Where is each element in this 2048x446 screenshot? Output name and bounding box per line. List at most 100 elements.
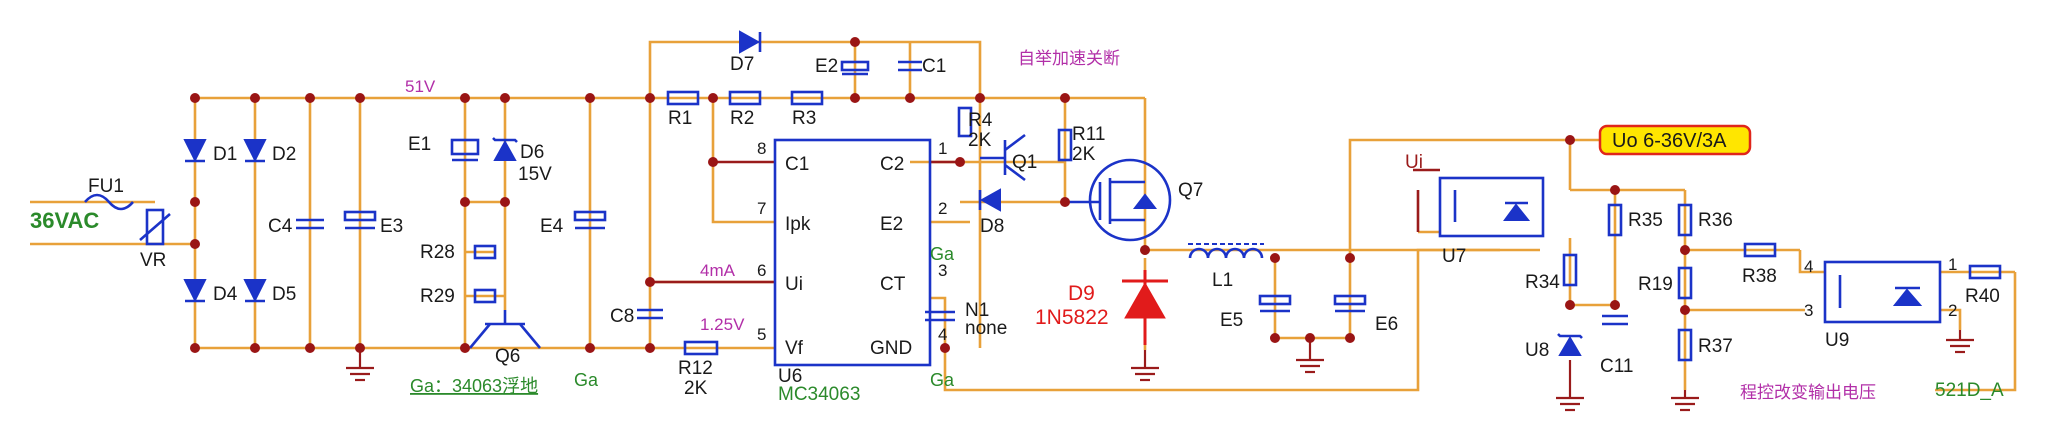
label-u8: U8 [1525,340,1549,361]
label-e4: E4 [540,216,564,237]
label-ga-3: Ga [930,370,955,390]
label-d9: D9 [1068,282,1095,305]
label-pin4: 4 [938,325,947,344]
label-r4: R4 [968,110,993,131]
label-n1: N1 [965,300,989,321]
resistor-r2 [728,90,762,106]
label-ac-input: 36VAC [30,208,99,233]
label-u6-ct: CT [880,274,906,295]
label-c8: C8 [610,306,634,327]
label-prog-note: 程控改变输出电压 [1740,383,1876,402]
label-r35: R35 [1628,210,1663,231]
capacitor-e4 [573,210,607,230]
transistor-q1 [980,133,1026,182]
capacitor-e6 [1333,294,1367,313]
label-d6-voltage: 15V [518,164,552,185]
label-e1: E1 [408,134,431,155]
label-u6-part: MC34063 [778,384,860,405]
optocoupler-u9 [1823,260,1942,324]
varistor-vr [139,208,171,246]
label-d9-part: 1N5822 [1035,306,1109,329]
label-pin8: 8 [757,139,766,158]
label-r36: R36 [1698,210,1733,231]
diode-d1 [183,139,207,163]
resistor-r12 [683,340,719,356]
label-e5: E5 [1220,310,1243,331]
label-c1: C1 [922,56,946,77]
resistor-r40 [1968,264,2002,280]
label-r3: R3 [792,108,816,129]
label-d7: D7 [730,54,754,75]
components [84,30,2002,367]
label-ga-1: Ga [574,370,599,390]
label-d2: D2 [272,144,296,165]
zener-d6 [492,137,518,161]
label-r28: R28 [420,242,455,263]
resistor-r1 [666,90,700,106]
label-q6: Q6 [495,346,520,367]
label-u9-pin3: 3 [1804,301,1813,320]
label-r19: R19 [1638,274,1673,295]
resistor-r36 [1677,203,1693,237]
resistor-r29 [473,288,497,304]
label-n1-value: none [965,318,1007,339]
resistor-r37 [1677,328,1693,362]
resistor-r28 [473,244,497,260]
capacitor-e1 [450,138,480,162]
label-r37: R37 [1698,336,1733,357]
label-ga-note: Ga：34063浮地 [410,376,538,396]
diode-d2 [243,139,267,163]
label-u6-ui: Ui [785,274,803,295]
label-uo: Uo 6-36V/3A [1612,130,1727,152]
label-r11-value: 2K [1072,144,1096,165]
label-d4: D4 [213,284,238,305]
label-r12: R12 [678,358,713,379]
resistor-r35 [1607,203,1623,237]
resistor-r3 [790,90,824,106]
resistor-r19 [1677,266,1693,300]
label-e2: E2 [815,56,838,77]
label-pin1: 1 [938,139,947,158]
diode-d5 [243,279,267,303]
label-pin6: 6 [757,261,766,280]
label-u9-pin2: 2 [1948,301,1957,320]
label-4ma: 4mA [700,261,736,280]
ic-u6 [773,138,932,367]
label-r4-value: 2K [968,130,992,151]
label-ga-2: Ga [930,244,955,264]
label-c4: C4 [268,216,293,237]
label-u9-pin4: 4 [1804,257,1813,276]
label-pin7: 7 [757,199,766,218]
label-u9-pin1: 1 [1948,255,1957,274]
label-u6-c2: C2 [880,154,904,175]
label-d8: D8 [980,216,1004,237]
diode-d4 [183,279,207,303]
label-u6-vf: Vf [785,338,804,359]
label-u6-e2: E2 [880,214,903,235]
inductor-l1 [1188,243,1264,259]
resistor-r34 [1562,253,1578,287]
label-c11: C11 [1600,356,1633,377]
capacitor-e2 [840,60,870,76]
capacitor-c4 [296,218,324,230]
label-q7: Q7 [1178,180,1203,201]
label-l1: L1 [1212,270,1233,291]
label-r38: R38 [1742,266,1777,287]
label-r29: R29 [420,286,455,307]
output-badge [1598,124,1752,156]
optocoupler-u7 [1438,176,1545,238]
resistor-r4 [957,106,973,138]
label-r40: R40 [1965,286,2000,307]
label-d1: D1 [213,144,237,165]
junction-dots [190,37,1690,353]
capacitor-n1 [925,310,955,322]
label-pin3: 3 [938,261,947,280]
label-control-input: 521D_A [1935,380,2004,401]
capacitor-e5 [1258,294,1292,313]
label-1-25v: 1.25V [700,315,745,334]
label-r12-value: 2K [684,378,708,399]
label-u6: U6 [778,366,802,387]
capacitor-c8 [637,308,663,320]
label-boost-note: 自举加速关断 [1018,49,1120,68]
